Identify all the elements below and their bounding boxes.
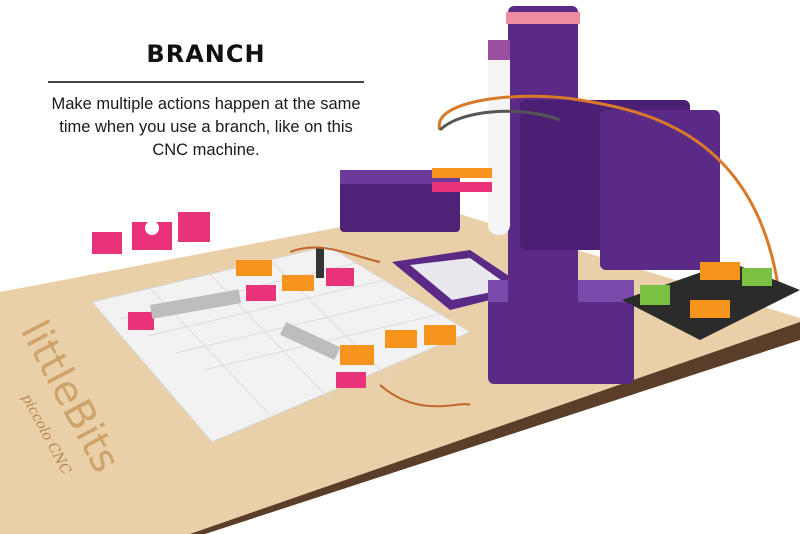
- circuit-modules: [128, 246, 471, 408]
- title-divider: [48, 81, 364, 83]
- caption-body: Make multiple actions happen at the same…: [51, 95, 361, 159]
- pink-modules: [92, 212, 210, 254]
- purple-cnc-machine: [340, 6, 782, 384]
- caption-title: BRANCH: [146, 40, 266, 68]
- control-plate: [622, 262, 800, 340]
- board-edge: [190, 322, 800, 534]
- caption-block: BRANCH Make multiple actions happen at t…: [48, 40, 364, 162]
